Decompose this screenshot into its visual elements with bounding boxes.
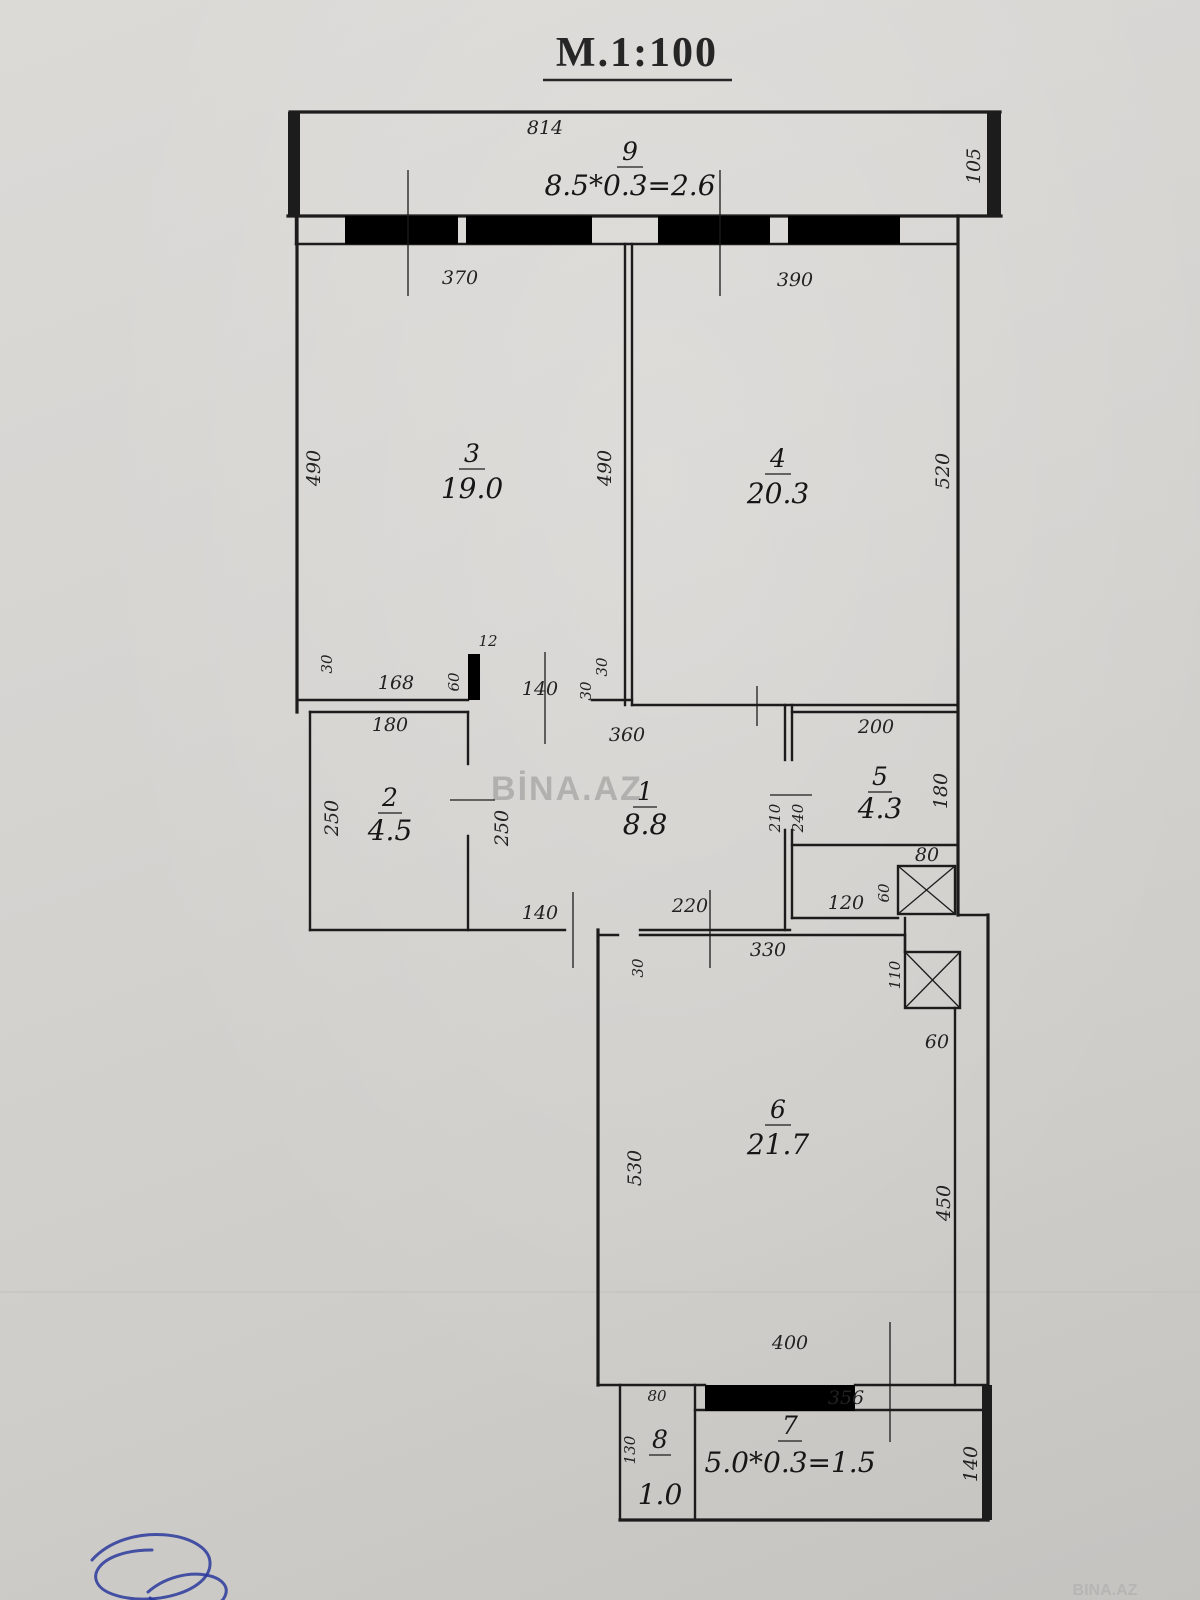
dim-r6-left: 530 — [624, 1150, 646, 1186]
dim-jamb-30-a: 30 — [577, 681, 595, 701]
dim-seg-120: 120 — [828, 892, 864, 914]
dim-r5-right: 180 — [930, 773, 952, 809]
room-area: 20.3 — [746, 477, 809, 510]
watermark-small: BINA.AZ — [1073, 1582, 1138, 1599]
room-label-3: 3 19.0 — [441, 439, 503, 505]
room-number: 2 — [381, 783, 398, 812]
dim-pier-60: 60 — [445, 672, 463, 692]
room-number: 9 — [622, 137, 638, 166]
dim-r3-right: 490 — [594, 450, 616, 487]
dim-r4-right: 520 — [932, 453, 954, 489]
room-area: 19.0 — [441, 472, 503, 505]
dimension-labels: 814 105 370 390 490 490 520 30 12 168 60… — [303, 117, 985, 1482]
dim-r2-top: 180 — [372, 714, 408, 736]
window — [705, 1385, 855, 1411]
room-area: 4.3 — [857, 792, 903, 825]
shaft-1-icon — [896, 864, 957, 916]
dim-balcony-right: 105 — [963, 148, 985, 184]
room-number: 4 — [769, 444, 786, 473]
dim-r6-right: 450 — [933, 1185, 955, 1222]
room-label-5: 5 4.3 — [857, 762, 903, 825]
room-number: 5 — [872, 762, 888, 791]
dim-shaft2-left: 110 — [886, 960, 904, 989]
shaft-2-icon — [903, 950, 962, 1010]
room-area: 1.0 — [638, 1478, 683, 1511]
dim-r6-bottom: 400 — [771, 1332, 808, 1354]
room-number: 6 — [770, 1095, 786, 1124]
dim-seg-168: 168 — [378, 672, 414, 694]
window — [345, 216, 458, 244]
scale-title: M.1:100 — [556, 30, 718, 76]
dim-r8-left: 130 — [621, 1435, 639, 1464]
room-area: 5.0*0.3=1.5 — [704, 1446, 875, 1479]
dim-r5-wall-210: 210 — [766, 803, 784, 833]
room-number: 8 — [652, 1425, 668, 1454]
dim-door-140-bottom: 140 — [522, 902, 558, 924]
room-area: 8.8 — [623, 808, 668, 841]
dim-seg-60: 60 — [925, 1031, 949, 1053]
room-number: 1 — [637, 777, 653, 806]
room-label-9: 9 8.5*0.3=2.6 — [544, 137, 715, 202]
room-labels: 9 8.5*0.3=2.6 3 19.0 4 20.3 2 4.5 1 8.8 … — [367, 137, 903, 1511]
dim-r5-wall-240: 240 — [789, 803, 807, 833]
room-label-8: 8 1.0 — [638, 1425, 683, 1511]
dimension-ticks — [407, 170, 891, 1442]
window — [788, 216, 900, 244]
dim-step-12: 12 — [478, 632, 497, 650]
dim-shaft1-left: 60 — [875, 883, 893, 903]
scale-title-group: M.1:100 — [543, 30, 732, 82]
watermark: BİNA.AZ — [491, 770, 643, 808]
dim-r8-top: 80 — [647, 1387, 667, 1405]
walls — [286, 110, 1003, 1522]
window — [466, 216, 592, 244]
room-number: 3 — [464, 439, 480, 468]
pen-scribble — [90, 1533, 228, 1600]
room-label-2: 2 4.5 — [367, 783, 413, 847]
window — [658, 216, 770, 244]
dim-step-30-left: 30 — [318, 654, 336, 674]
room-area: 4.5 — [367, 814, 413, 847]
dim-r2-right: 250 — [491, 810, 513, 847]
dim-r7-top: 356 — [828, 1387, 864, 1409]
room-label-6: 6 21.7 — [746, 1095, 810, 1161]
room-label-7: 7 5.0*0.3=1.5 — [704, 1411, 875, 1479]
dim-door-140-top: 140 — [522, 678, 558, 700]
dim-balcony-top: 814 — [527, 117, 563, 139]
room-area: 21.7 — [746, 1128, 810, 1161]
dim-r3-top: 370 — [442, 267, 478, 289]
dim-r6-top: 330 — [750, 939, 786, 961]
dim-r2-left: 250 — [321, 800, 343, 837]
dim-r6-jamb-30: 30 — [629, 958, 647, 978]
windows — [345, 216, 900, 1411]
dim-r3-left: 490 — [303, 450, 325, 487]
room-label-4: 4 20.3 — [746, 444, 809, 510]
dim-r1-top: 360 — [609, 724, 645, 746]
dim-r4-top: 390 — [777, 269, 813, 291]
room-area: 8.5*0.3=2.6 — [544, 169, 715, 202]
dim-seg-220: 220 — [671, 895, 708, 917]
dim-jamb-30-b: 30 — [593, 657, 611, 677]
dim-r5-top: 200 — [857, 716, 894, 738]
dim-r7-right: 140 — [960, 1446, 982, 1482]
room-label-1: 1 8.8 — [623, 777, 668, 841]
room-number: 7 — [782, 1411, 798, 1440]
dim-shaft1-top: 80 — [915, 844, 939, 866]
